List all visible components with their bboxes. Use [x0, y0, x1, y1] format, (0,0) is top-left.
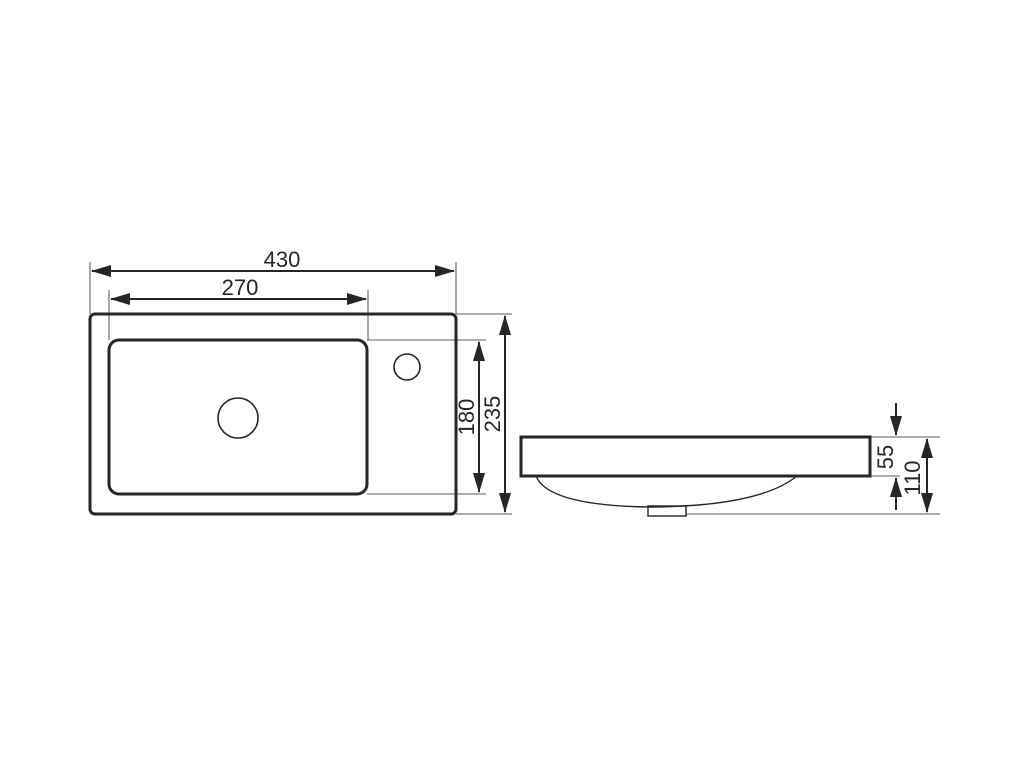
side-extension-lines	[686, 436, 940, 515]
basin-side-slab	[519, 435, 872, 478]
basin-outer-outline	[88, 312, 458, 516]
side-view: 55 110	[519, 403, 940, 517]
bowl-underside	[535, 475, 798, 508]
drain-hole	[217, 397, 259, 439]
dim-label-rim-height: 55	[873, 445, 898, 469]
tap-hole	[393, 353, 421, 381]
top-view: 430 270 180 235	[88, 247, 512, 516]
dim-label-basin-depth: 180	[454, 399, 479, 436]
dim-label-total-height: 110	[900, 460, 925, 495]
drain-stub	[647, 505, 687, 517]
extension-lines	[89, 262, 512, 515]
bowl-inner-outline	[107, 338, 369, 496]
dim-label-overall-depth: 235	[480, 396, 505, 433]
dim-label-basin-width: 270	[222, 275, 259, 300]
dim-label-overall-width: 430	[264, 247, 301, 272]
